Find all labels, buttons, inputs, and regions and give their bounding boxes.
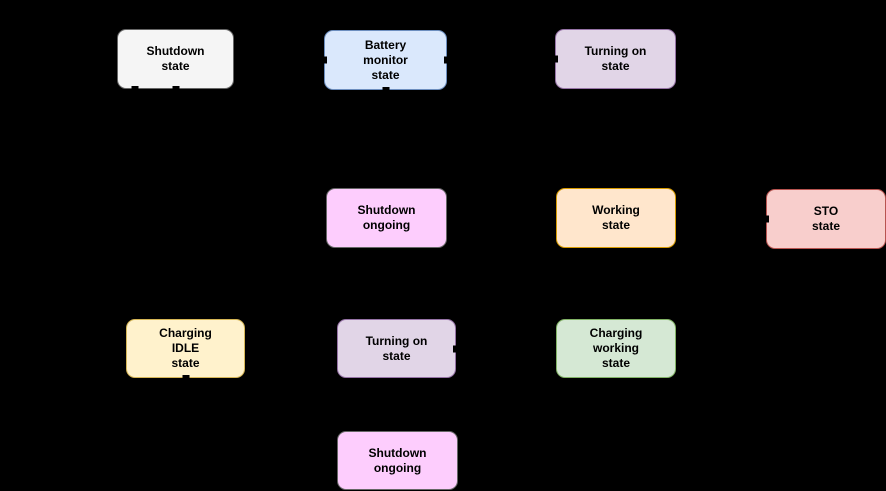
state-node-turning-on-state-bottom-label: Turning on state [365, 333, 428, 363]
state-node-working-state[interactable]: Working state [556, 188, 676, 248]
state-node-sto-state[interactable]: STO state [765, 189, 886, 249]
connector-notch [182, 375, 189, 379]
state-node-shutdown-ongoing-middle-label: Shutdown ongoing [357, 203, 416, 232]
connector-notch [453, 345, 457, 352]
state-node-battery-monitor-state-label: Battery monitor state [363, 37, 408, 82]
connector-notch [765, 215, 769, 223]
state-node-shutdown-state[interactable]: Shutdown state [117, 29, 234, 90]
connector-notch [323, 56, 327, 64]
connector-notch [382, 87, 389, 91]
state-node-sto-state-label: STO state [811, 204, 840, 233]
connector-notch [172, 86, 179, 90]
state-node-shutdown-ongoing-bottom[interactable]: Shutdown ongoing [337, 431, 458, 490]
connector-notch [554, 55, 558, 63]
state-node-charging-idle-state-label: Charging IDLE state [159, 326, 212, 370]
state-node-charging-working-state[interactable]: Charging working state [556, 319, 676, 378]
connector-notch [444, 56, 448, 64]
state-node-charging-working-state-label: Charging working state [589, 326, 643, 370]
state-node-battery-monitor-state[interactable]: Battery monitor state [323, 30, 448, 91]
state-node-turning-on-state-top-label: Turning on state [584, 44, 647, 73]
state-node-working-state-label: Working state [592, 203, 640, 232]
state-node-turning-on-state-top[interactable]: Turning on state [554, 29, 676, 89]
state-node-shutdown-ongoing-bottom-label: Shutdown ongoing [368, 445, 427, 475]
state-node-turning-on-state-bottom[interactable]: Turning on state [337, 319, 457, 378]
connector-notch [131, 86, 139, 90]
state-node-shutdown-ongoing-middle[interactable]: Shutdown ongoing [326, 188, 447, 248]
state-node-charging-idle-state[interactable]: Charging IDLE state [126, 319, 245, 379]
state-node-shutdown-state-label: Shutdown state [146, 44, 205, 73]
